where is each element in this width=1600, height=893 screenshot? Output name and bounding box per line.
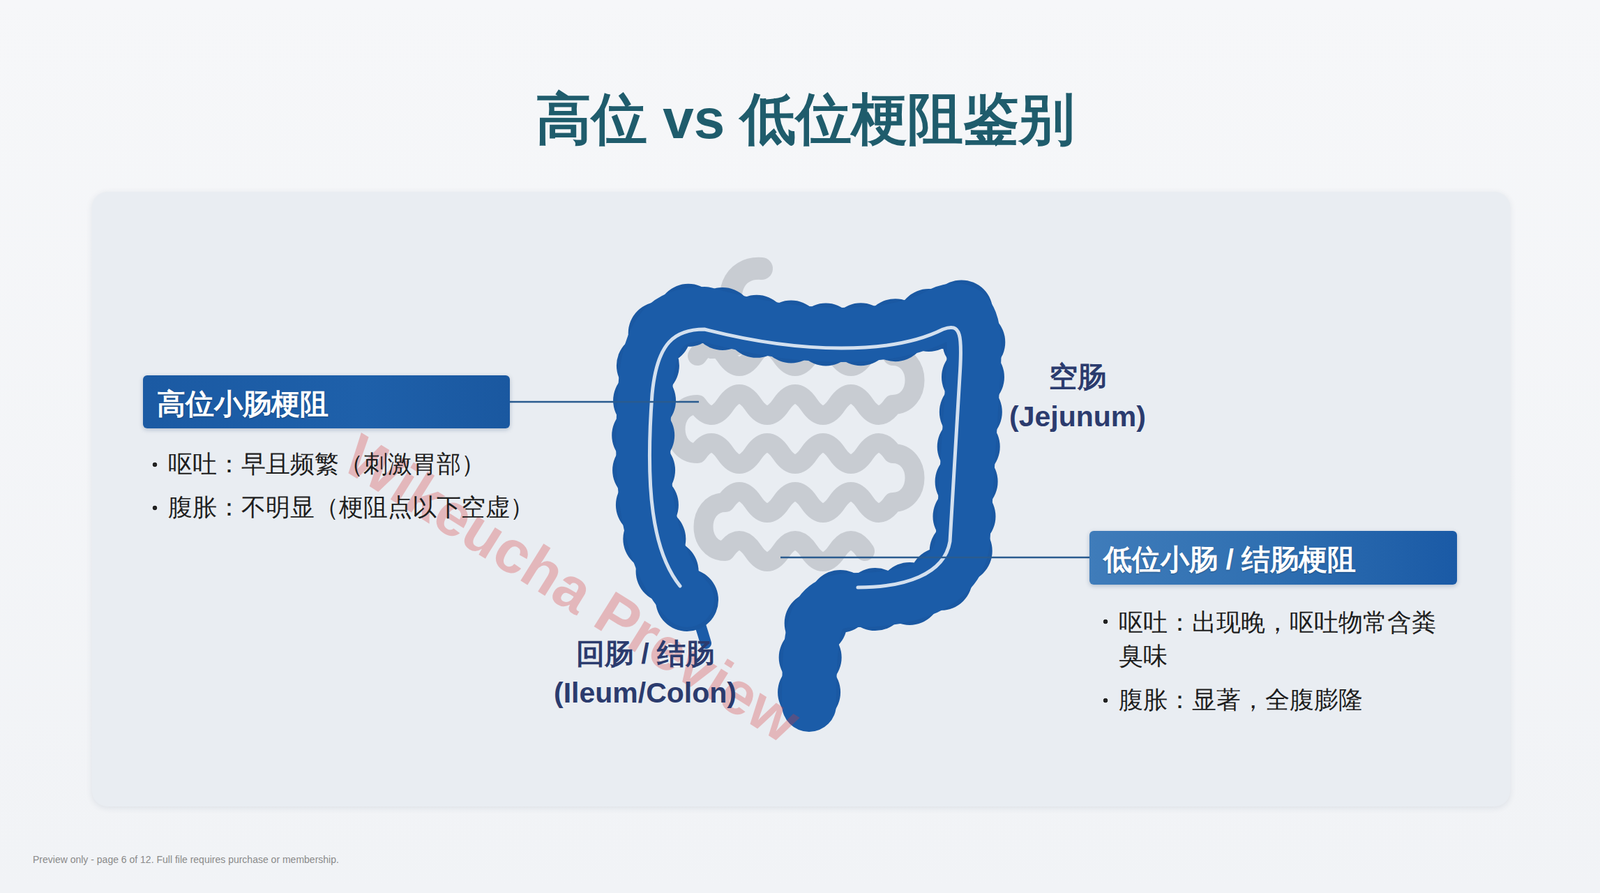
- header-bar: 低位小肠 / 结肠梗阻: [1089, 530, 1458, 585]
- leader-line: [509, 401, 1090, 558]
- header-bar: 高位小肠梗阻: [142, 375, 510, 429]
- part-name: (Ileum/Colon): [505, 675, 785, 711]
- bar-heading: 高位小肠梗阻: [156, 385, 329, 424]
- part-name: 空肠: [972, 359, 1183, 395]
- bar-heading: 低位小肠 / 结肠梗阻: [1103, 540, 1356, 579]
- bullet-text: 腹胀：显著，全腹膨隆: [1100, 684, 1450, 715]
- bullet-text: 呕吐：早且频繁（刺激胃部）: [149, 448, 639, 480]
- part-name: 回肠 / 结肠: [540, 636, 750, 672]
- part-name: (Jejunum): [972, 398, 1183, 435]
- footer-note: Preview only - page 6 of 12. Full file r…: [32, 853, 731, 867]
- slide-title: 高位 vs 低位梗阻鉴别: [535, 82, 1075, 158]
- bullet-text: 呕吐：出现晚，呕吐物常含粪臭味: [1100, 605, 1450, 673]
- bullet-text: 腹胀：不明显（梗阻点以下空虚）: [149, 491, 639, 523]
